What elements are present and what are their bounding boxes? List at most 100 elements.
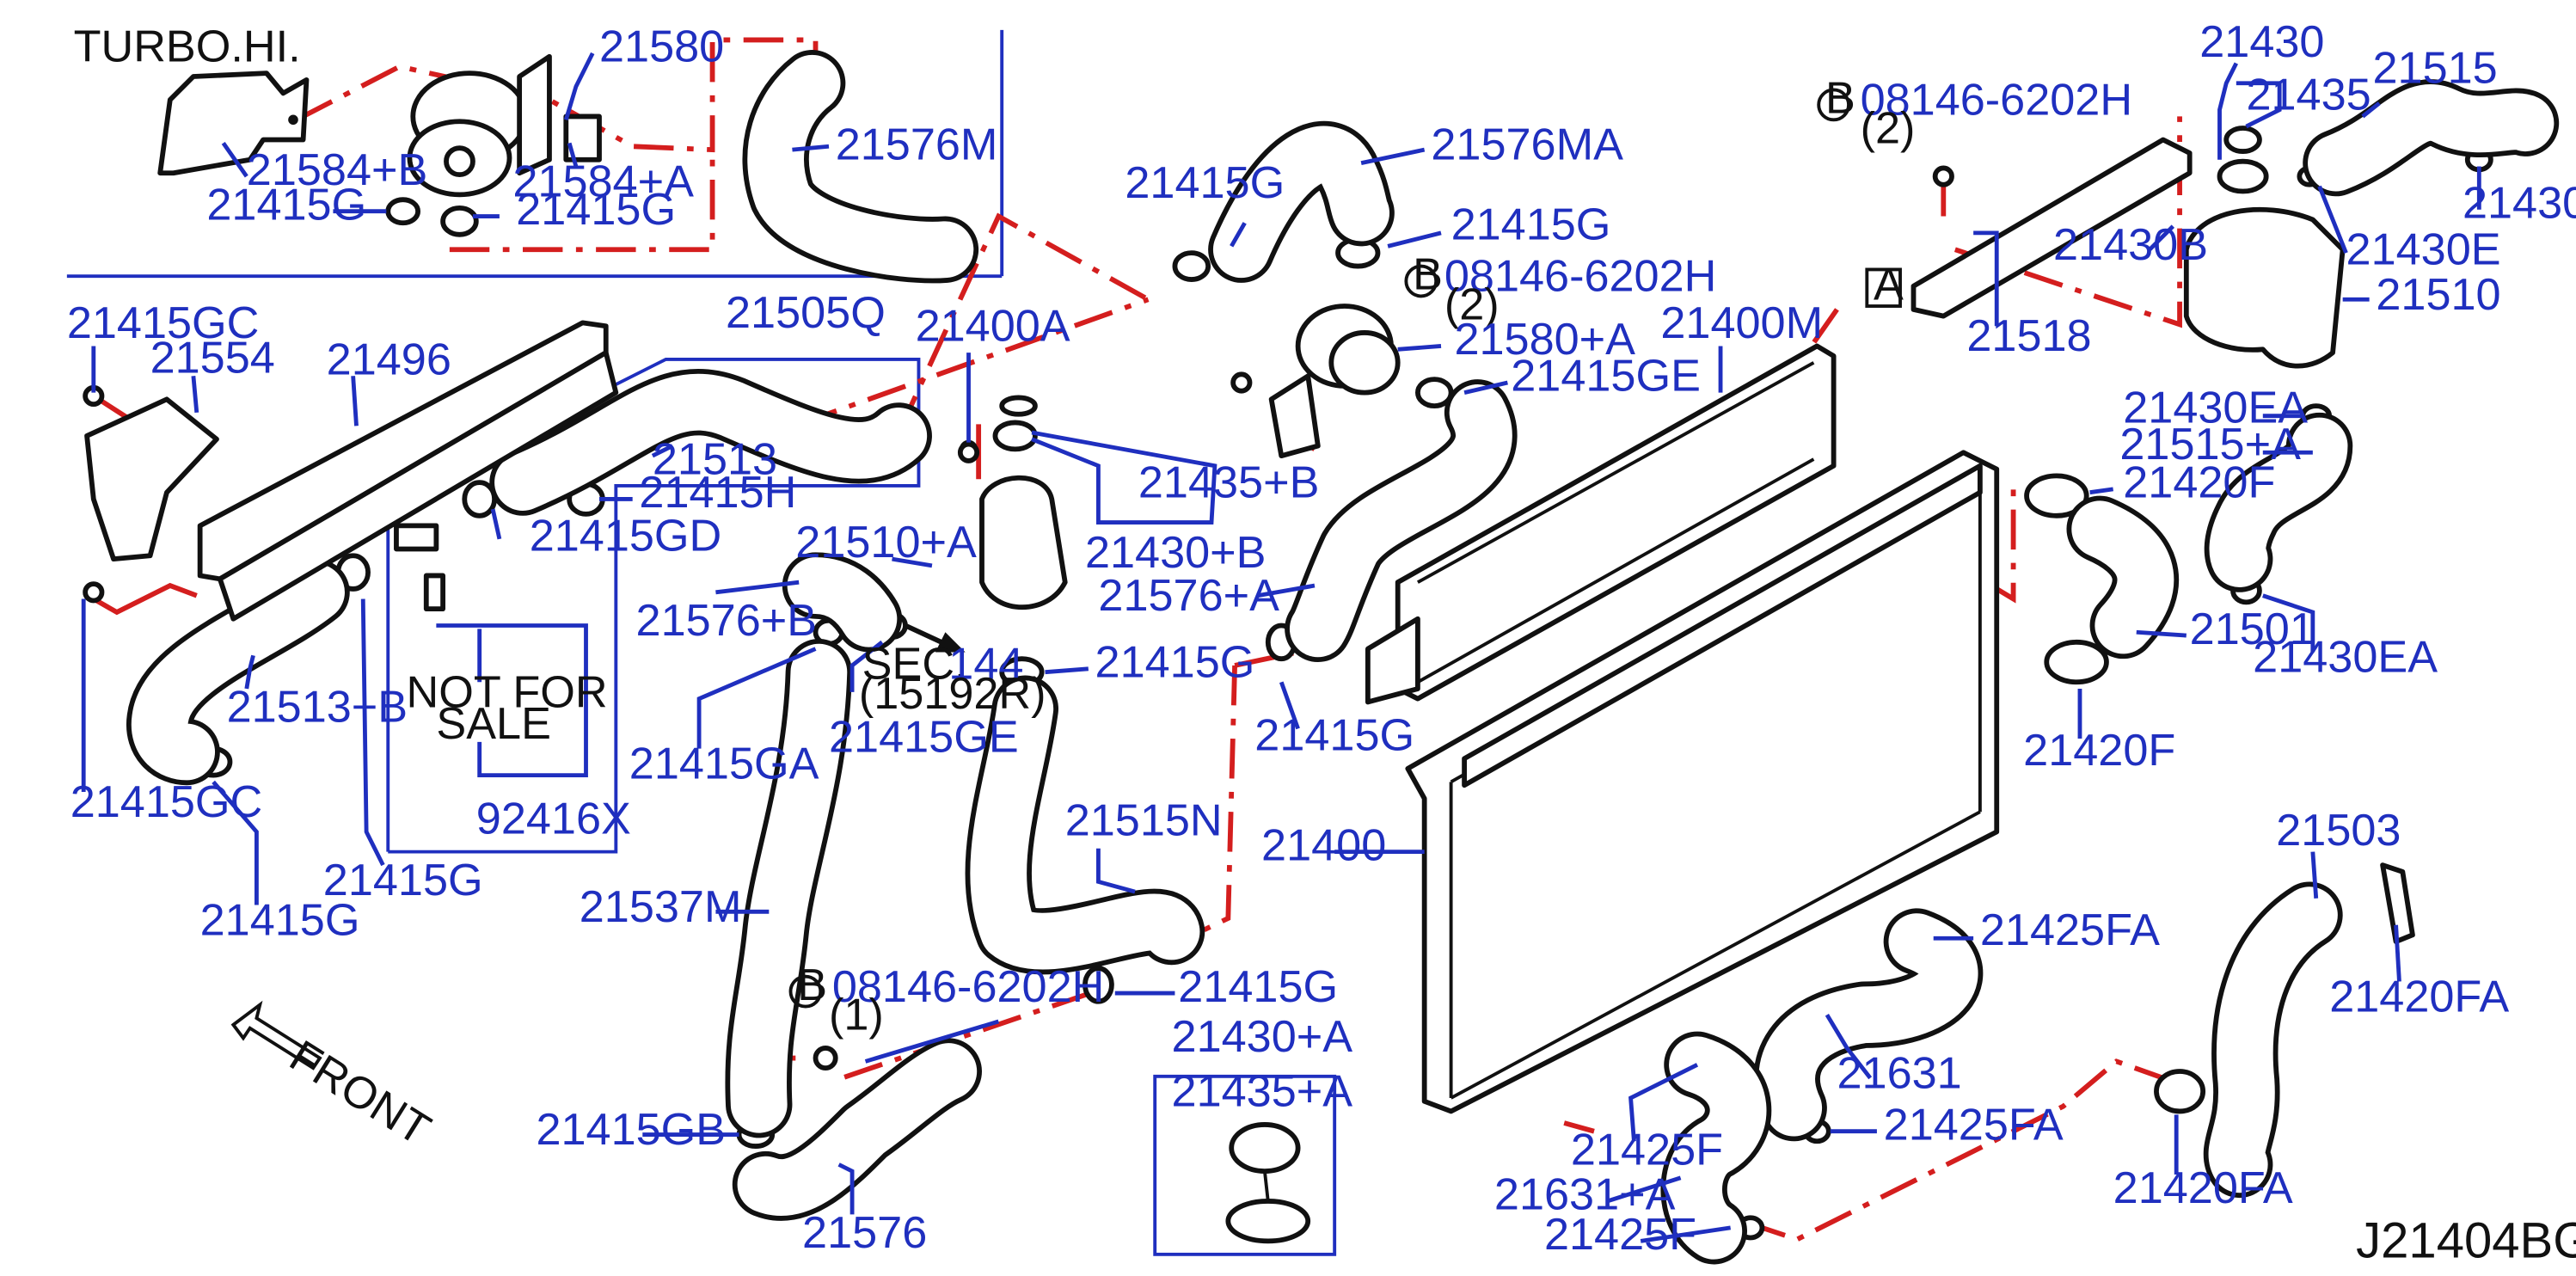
label-21505q[interactable]: 21505Q [726,288,886,338]
turbo-water-pump [407,53,602,198]
label-21580-a[interactable]: 21580+A [1454,315,1635,365]
label-21430-b[interactable]: 21430+B [1085,528,1267,578]
bolts [83,165,1954,1071]
radiator-outlet-pipe [2380,862,2415,945]
leader-lines [81,52,2481,1243]
label-bolt-upper[interactable]: 08146-6202H [1444,252,1716,302]
label-21515-a[interactable]: 21515+A [2119,420,2301,469]
label-21415ge-right[interactable]: 21415GE [1511,352,1701,402]
label-21415g-mid-1[interactable]: 21415G [1095,637,1255,687]
radiator-cap [1225,1122,1311,1244]
label-21554[interactable]: 21554 [150,333,275,383]
label-21537m[interactable]: 21537M [580,882,742,932]
label-21435[interactable]: 21435 [2246,71,2371,120]
not-for-sale-line1: NOT FOR [407,667,608,717]
label-21430[interactable]: 21430 [2199,17,2324,67]
label-21425fa-upper[interactable]: 21425FA [1980,905,2160,955]
label-21425f-lower[interactable]: 21425F [1544,1210,1696,1260]
label-21515[interactable]: 21515 [2372,44,2497,94]
sec-label: SEC. [862,639,967,689]
label-21513[interactable]: 21513 [653,434,777,484]
label-21513-b[interactable]: 21513+B [227,683,408,733]
reservoir-tank [2183,126,2346,369]
reservoir-tank-small [959,395,1068,610]
label-21430b[interactable]: 21430B [2053,220,2208,270]
callout-b-right-letter: B [1825,74,1855,124]
callout-b-upper-circle [1404,264,1438,298]
label-21415gc-top[interactable]: 21415GC [67,298,260,348]
label-21576[interactable]: 21576 [802,1208,927,1258]
temperature-sensor [394,523,446,612]
label-21415g-pump-3[interactable]: 21415G [1254,711,1414,761]
label-21576ma[interactable]: 21576MA [1431,120,1623,170]
label-21400[interactable]: 21400 [1261,820,1386,870]
label-21576-b[interactable]: 21576+B [636,596,818,646]
label-21584-a[interactable]: 21584+A [512,156,694,206]
variant-label: TURBO.HI. [74,22,301,72]
condenser [1365,343,1837,705]
label-21415gc-bottom[interactable]: 21415GC [71,777,263,827]
label-21435-b[interactable]: 21435+B [1138,458,1320,508]
label-21400m[interactable]: 21400M [1660,298,1823,348]
label-21430ea-bottom[interactable]: 21430EA [2253,633,2438,683]
auxiliary-cooler [84,320,619,622]
label-21510-a[interactable]: 21510+A [795,518,977,567]
label-21415g-left-2[interactable]: 21415G [200,895,360,945]
label-21430e-left[interactable]: 21430E [2346,225,2501,275]
label-21415ge-left[interactable]: 21415GE [829,713,1019,763]
label-21420f-bottom[interactable]: 21420F [2023,726,2175,776]
label-21415h[interactable]: 21415H [639,468,796,518]
sec-number[interactable]: 144 [948,639,1023,689]
callout-a-box [1865,267,1902,308]
label-21496[interactable]: 21496 [327,334,451,384]
coolant-hoses [126,50,2560,1265]
label-21430e-right[interactable]: 21430E [2463,178,2576,228]
label-bolt-right[interactable]: 08146-6202H [1861,76,2132,126]
label-21415g-turbo-2[interactable]: 21415G [516,185,676,235]
label-21510[interactable]: 21510 [2376,270,2500,320]
label-21580[interactable]: 21580 [599,22,724,72]
callout-b-lower-circle [788,974,823,1009]
label-21420fa-bottom[interactable]: 21420FA [2113,1163,2293,1213]
diagram-code: J21404BG [2356,1213,2576,1269]
label-21420f-top[interactable]: 21420F [2123,458,2275,508]
label-21415g-mid-2[interactable]: 21415G [1178,962,1338,1012]
callout-a-letter: A [1874,260,1904,310]
connection-lines [92,37,2182,1242]
label-21435-a[interactable]: 21435+A [1172,1067,1353,1117]
label-21584-b[interactable]: 21584+B [247,145,428,195]
label-21503[interactable]: 21503 [2276,806,2401,856]
label-21420fa-right[interactable]: 21420FA [2329,972,2509,1021]
label-21430ea-top[interactable]: 21430EA [2123,383,2308,432]
callout-b-lower-letter: B [797,960,827,1010]
sec-sub: (15192R) [859,669,1046,719]
label-21400a[interactable]: 21400A [916,302,1070,352]
label-21631[interactable]: 21631 [1837,1048,1961,1098]
label-21518[interactable]: 21518 [1966,311,2091,361]
label-21415g-turbo-1[interactable]: 21415G [206,180,366,230]
front-label: FRONT [281,1031,439,1155]
label-21631-a[interactable]: 21631+A [1494,1170,1676,1220]
callout-b-upper-letter: B [1413,250,1443,300]
callout-b-right-circle [1817,88,1850,122]
reservoir-bracket [1911,137,2193,319]
label-21501[interactable]: 21501 [2190,604,2315,654]
label-bolt-lower[interactable]: 08146-6202H [832,962,1104,1012]
label-21415gb[interactable]: 21415GB [536,1105,726,1155]
cap-inset-frame [1153,1074,1337,1256]
label-21415ga[interactable]: 21415GA [629,739,819,788]
label-92416x[interactable]: 92416X [476,794,631,844]
label-21415g-left-1[interactable]: 21415G [323,856,483,905]
label-21576m[interactable]: 21576M [836,120,998,170]
label-21430-a[interactable]: 21430+A [1172,1012,1353,1062]
label-21415gd[interactable]: 21415GD [530,511,722,561]
label-21576-a[interactable]: 21576+A [1098,571,1279,621]
label-21415g-pump-1[interactable]: 21415G [1125,158,1285,208]
radiator [1405,450,2000,1114]
label-21425f-upper[interactable]: 21425F [1571,1125,1723,1175]
qty-lower: (1) [829,991,884,1040]
label-21515n[interactable]: 21515N [1065,795,1223,845]
label-21415g-pump-2[interactable]: 21415G [1451,200,1611,250]
label-21425fa-lower[interactable]: 21425FA [1884,1100,2064,1150]
